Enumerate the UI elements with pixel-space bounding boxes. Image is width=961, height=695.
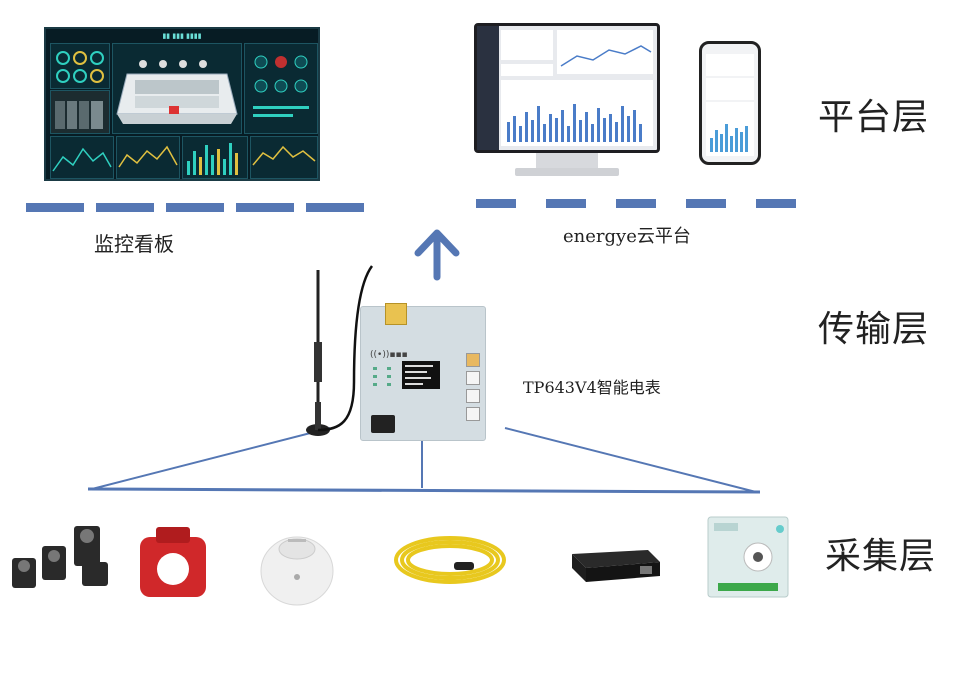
dashboard-room-photo bbox=[50, 90, 110, 134]
dashboard-area-chart-2 bbox=[116, 136, 180, 179]
cloud-platform-caption: energye云平台 bbox=[563, 226, 691, 247]
current-clamp-sensors-icon bbox=[12, 526, 108, 588]
platform-dash-6 bbox=[476, 199, 516, 208]
meter-lcd-screen bbox=[402, 361, 440, 389]
water-leak-cable-icon bbox=[394, 536, 506, 584]
platform-dash-1 bbox=[26, 203, 84, 212]
dashboard-3d-room-view bbox=[112, 43, 242, 134]
smoke-detector-icon bbox=[260, 536, 334, 606]
mobile-phone-image bbox=[699, 41, 761, 165]
monitoring-dashboard-image: ▮▮ ▮▮▮ ▮▮▮▮ bbox=[44, 27, 320, 181]
platform-dash-3 bbox=[166, 203, 224, 212]
upload-arrow-icon bbox=[414, 229, 460, 281]
meter-caption: TP643V4智能电表 bbox=[523, 378, 661, 397]
meter-indicator-leds bbox=[373, 367, 391, 386]
platform-dash-5 bbox=[306, 203, 364, 212]
collection-layer-label: 采集层 bbox=[825, 536, 937, 577]
platform-layer-label: 平台层 bbox=[818, 97, 930, 138]
power-strip-module-icon bbox=[572, 550, 660, 582]
platform-dash-7 bbox=[546, 199, 586, 208]
meter-terminal bbox=[371, 415, 395, 433]
meter-button-4 bbox=[466, 407, 480, 421]
meter-button-1 bbox=[466, 353, 480, 367]
antenna-icon bbox=[306, 265, 374, 436]
dashboard-status-panel bbox=[244, 43, 318, 134]
dashboard-caption: 监控看板 bbox=[94, 232, 174, 256]
dashboard-bar-chart bbox=[182, 136, 248, 179]
dashboard-area-chart-1 bbox=[50, 136, 114, 179]
sensor-box-icon bbox=[707, 516, 789, 598]
dashboard-screen-title-placeholder: ▮▮ ▮▮▮ ▮▮▮▮ bbox=[162, 32, 202, 40]
platform-dash-9 bbox=[686, 199, 726, 208]
platform-dash-2 bbox=[96, 203, 154, 212]
meter-antenna-connector bbox=[385, 303, 407, 325]
meter-brand-logo: ((•))▪▪▪ bbox=[370, 350, 408, 360]
transmission-layer-label: 传输层 bbox=[818, 309, 930, 350]
platform-dash-8 bbox=[616, 199, 656, 208]
meter-button-2 bbox=[466, 371, 480, 385]
monitor-base bbox=[515, 168, 619, 176]
red-current-transformer-icon bbox=[140, 527, 206, 597]
dashboard-gauge-panel bbox=[50, 43, 110, 89]
dashboard-line-chart bbox=[250, 136, 318, 179]
platform-dash-4 bbox=[236, 203, 294, 212]
monitor-stand bbox=[536, 153, 598, 169]
desktop-monitor-image bbox=[474, 23, 660, 153]
platform-dash-10 bbox=[756, 199, 796, 208]
meter-button-3 bbox=[466, 389, 480, 403]
